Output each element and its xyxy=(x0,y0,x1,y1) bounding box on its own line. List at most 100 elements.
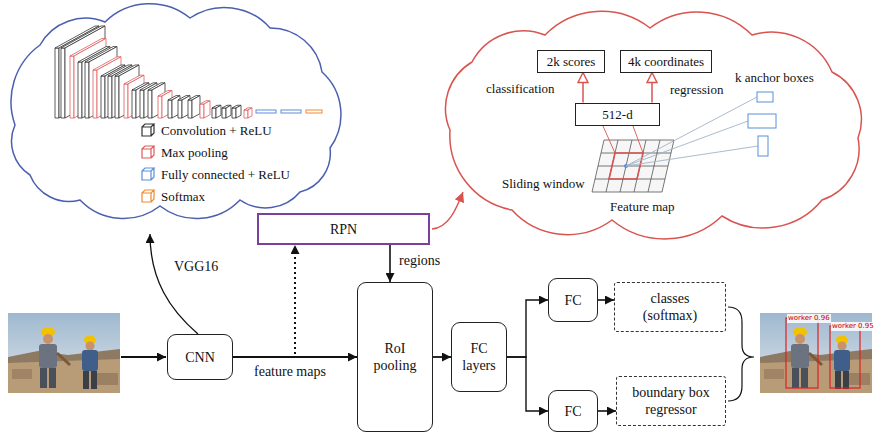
node-text: FC xyxy=(564,403,581,420)
legend-text: Softmax xyxy=(161,189,205,204)
slab-face xyxy=(200,104,204,118)
input-arrow xyxy=(121,356,166,358)
fc-box: FC xyxy=(548,390,598,432)
flow-arrow xyxy=(598,410,616,412)
conv-slab xyxy=(222,105,231,118)
legend-item: Fully connected + ReLU xyxy=(140,166,290,182)
slab-face xyxy=(178,100,182,118)
output-box: boundary box regressor xyxy=(616,376,726,426)
window-label: Sliding window xyxy=(502,176,585,191)
conv-slab xyxy=(188,96,200,118)
output-bracket xyxy=(728,307,754,401)
feature-map-grid xyxy=(592,140,674,192)
slab-face xyxy=(216,105,221,118)
fc-box: FC xyxy=(548,278,598,322)
node-text: classes (softmax) xyxy=(625,290,715,324)
slab-face xyxy=(232,108,236,118)
edge-label: feature maps xyxy=(252,364,328,380)
slab-face xyxy=(204,101,210,118)
pooling-slab xyxy=(158,91,172,119)
dotted-arrow xyxy=(233,245,295,357)
node-text: RoI pooling xyxy=(366,340,424,374)
hollow-arrow xyxy=(582,73,584,103)
fc-bar xyxy=(281,110,301,113)
fc-bar xyxy=(256,110,276,113)
output-box: 4k coordinates xyxy=(620,50,712,73)
slab-face xyxy=(108,76,112,118)
window-projection xyxy=(603,126,643,153)
legend-swatch xyxy=(140,167,156,181)
conv-slab xyxy=(115,65,139,118)
pooling-slab xyxy=(244,108,252,118)
slab-face xyxy=(61,48,65,118)
slab-face xyxy=(236,105,241,118)
slab-face xyxy=(148,90,152,118)
slab-face xyxy=(124,84,128,118)
slab-face xyxy=(132,90,136,118)
slab-face xyxy=(93,70,97,118)
flow-arrow xyxy=(507,300,548,357)
legend-swatch xyxy=(140,189,156,203)
node-text: 4k coordinates xyxy=(628,53,704,70)
branch-label: regression xyxy=(670,82,723,97)
node-text: FC layers xyxy=(457,340,501,374)
node-text: CNN xyxy=(185,349,215,366)
flow-arrow xyxy=(233,356,357,358)
flow-arrow xyxy=(598,299,614,301)
slab-face xyxy=(162,91,172,119)
slab-face xyxy=(226,105,231,118)
detection-label: worker 0.96 xyxy=(787,314,831,323)
legend-box xyxy=(142,190,154,202)
legend-text: Convolution + ReLU xyxy=(161,123,272,138)
slab-face xyxy=(222,108,226,118)
feature-map-label: Feature map xyxy=(610,199,675,214)
slab-face xyxy=(158,96,162,118)
slab-face xyxy=(248,108,252,118)
roi-pooling-box: RoI pooling xyxy=(357,282,433,432)
node-text: boundary box regressor xyxy=(627,384,715,418)
cnn-box: CNN xyxy=(167,334,233,380)
slab-face xyxy=(97,57,121,118)
slab-face xyxy=(140,90,144,118)
pooling-slab xyxy=(200,101,210,118)
flow-arrow xyxy=(507,357,548,411)
flow-arrow xyxy=(389,245,391,282)
vgg-cloud xyxy=(11,4,341,219)
legend-item: Convolution + ReLU xyxy=(140,122,272,138)
vgg-link-arrow xyxy=(150,234,198,334)
hollow-arrow xyxy=(651,73,653,103)
node-text: 2k scores xyxy=(547,53,596,70)
legend-box xyxy=(142,146,154,158)
slab-face xyxy=(192,96,200,118)
slab-face xyxy=(78,62,82,118)
slab-face xyxy=(244,110,248,118)
legend-box xyxy=(142,168,154,180)
anchor-boxes xyxy=(748,92,776,156)
slab-face xyxy=(85,62,89,118)
legend-swatch xyxy=(140,145,156,159)
node-text: RPN xyxy=(330,221,357,238)
legend-box xyxy=(142,124,154,136)
rpn-cloud xyxy=(446,11,862,239)
slab-face xyxy=(101,76,105,118)
rpn-box: RPN xyxy=(257,213,430,245)
slab-face xyxy=(70,56,74,118)
softmax-bar xyxy=(306,110,322,113)
legend-item: Max pooling xyxy=(140,144,228,160)
slab-face xyxy=(55,48,59,118)
network-name: VGG16 xyxy=(174,259,218,275)
detection-label: worker 0.95 xyxy=(831,322,875,331)
legend-item: Softmax xyxy=(140,188,205,204)
conv-slab xyxy=(212,105,221,118)
slab-face xyxy=(115,76,119,118)
slab-face xyxy=(168,100,172,118)
slab-face xyxy=(188,100,192,118)
conv-slab xyxy=(232,105,241,118)
feature-box: 512-d xyxy=(575,103,660,126)
output-box: 2k scores xyxy=(537,50,605,73)
pooling-slab xyxy=(124,75,144,118)
legend-text: Fully connected + ReLU xyxy=(161,167,290,182)
